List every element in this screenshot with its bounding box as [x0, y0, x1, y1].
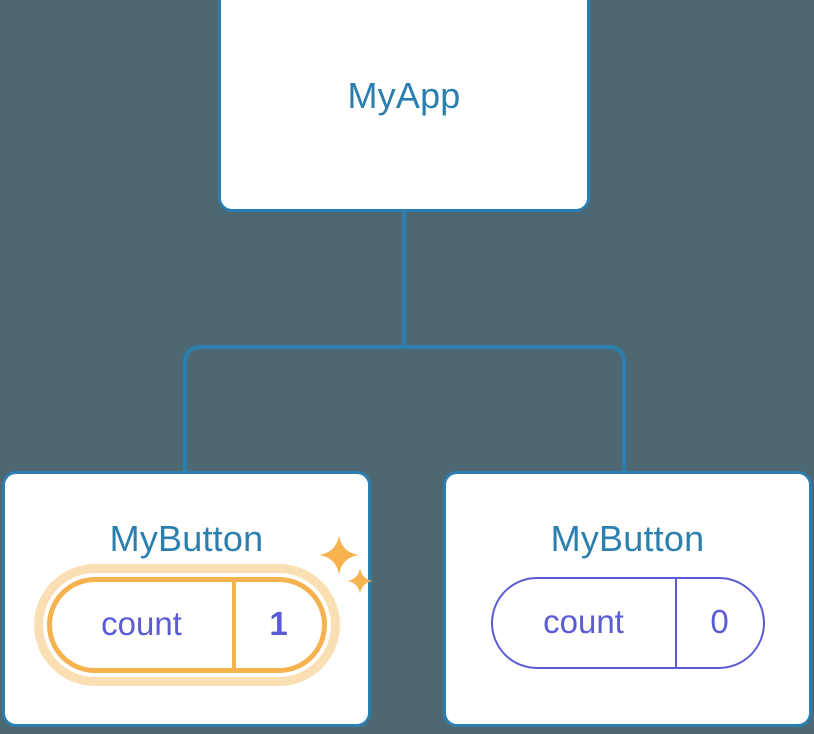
- state-pill-2[interactable]: count 0: [490, 577, 765, 669]
- state-value-2: 0: [674, 579, 763, 667]
- state-key-1: count: [101, 605, 182, 642]
- connector-branch-left: [183, 345, 404, 474]
- node-mybutton-1[interactable]: MyButton count 1: [2, 471, 373, 727]
- state-pill-1[interactable]: count 1: [46, 577, 327, 673]
- state-pill-anchor-2: count 0: [490, 577, 765, 669]
- state-pill-glow-1: [33, 564, 340, 686]
- node-title-myapp: MyApp: [347, 75, 461, 116]
- node-title-mybutton-2: MyButton: [550, 518, 705, 559]
- state-pill-wrap-1: count 1: [5, 535, 373, 686]
- state-value-1: 1: [231, 582, 322, 668]
- state-key-2: count: [543, 603, 624, 640]
- node-title-mybutton-1: MyButton: [109, 518, 264, 559]
- state-pill-anchor-1: count 1: [33, 535, 373, 686]
- node-myapp[interactable]: MyApp: [218, 0, 590, 212]
- sparkle-small-icon: [346, 568, 373, 594]
- node-mybutton-2[interactable]: MyButton count 0: [443, 471, 812, 727]
- connector-branch-right: [404, 345, 626, 474]
- state-pill-wrap-2: count 0: [446, 577, 809, 669]
